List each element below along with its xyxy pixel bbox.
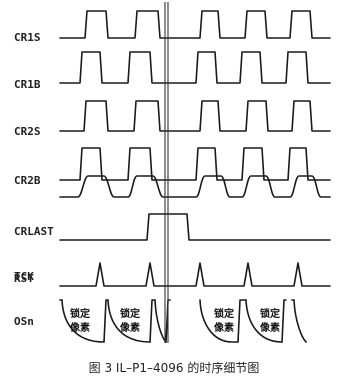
waveform-tck [59, 213, 331, 241]
osn-text-4-line2: 像素 [259, 321, 280, 334]
osn-text-2-line1: 锁定 [120, 307, 140, 320]
waveform-crlast [59, 175, 331, 198]
waveform-cr2b [59, 147, 331, 181]
figure-caption: 图 3 IL–P1–4096 的时序细节图 [89, 360, 260, 375]
osn-text-1-line2: 像素 [69, 321, 90, 334]
osn-text-1-line1: 锁定 [70, 307, 90, 320]
osn-text-4-line1: 锁定 [260, 307, 280, 320]
waveform-osn [61, 299, 307, 343]
osn-text-3-line1: 锁定 [214, 307, 234, 320]
label-osn-visible: OSn [14, 315, 34, 328]
osn-text-2-line2: 像素 [119, 321, 140, 334]
osn-text-3-line2: 像素 [213, 321, 234, 334]
label-cr1b: CR1B [14, 78, 41, 91]
label-cr1s: CR1S [14, 31, 41, 44]
label-tck: TCK [14, 270, 34, 283]
label-cr2s: CR2S [14, 125, 41, 138]
osn-baseline [59, 299, 295, 343]
waveform-rst [59, 262, 331, 287]
waveform-cr2s [59, 100, 331, 132]
label-rst: RST [14, 272, 34, 285]
label-crlast: CRLAST [14, 225, 54, 238]
waveform-cr1s [59, 10, 331, 39]
waveform-cr1b [59, 51, 331, 84]
label-cr2b: CR2B [14, 174, 41, 187]
